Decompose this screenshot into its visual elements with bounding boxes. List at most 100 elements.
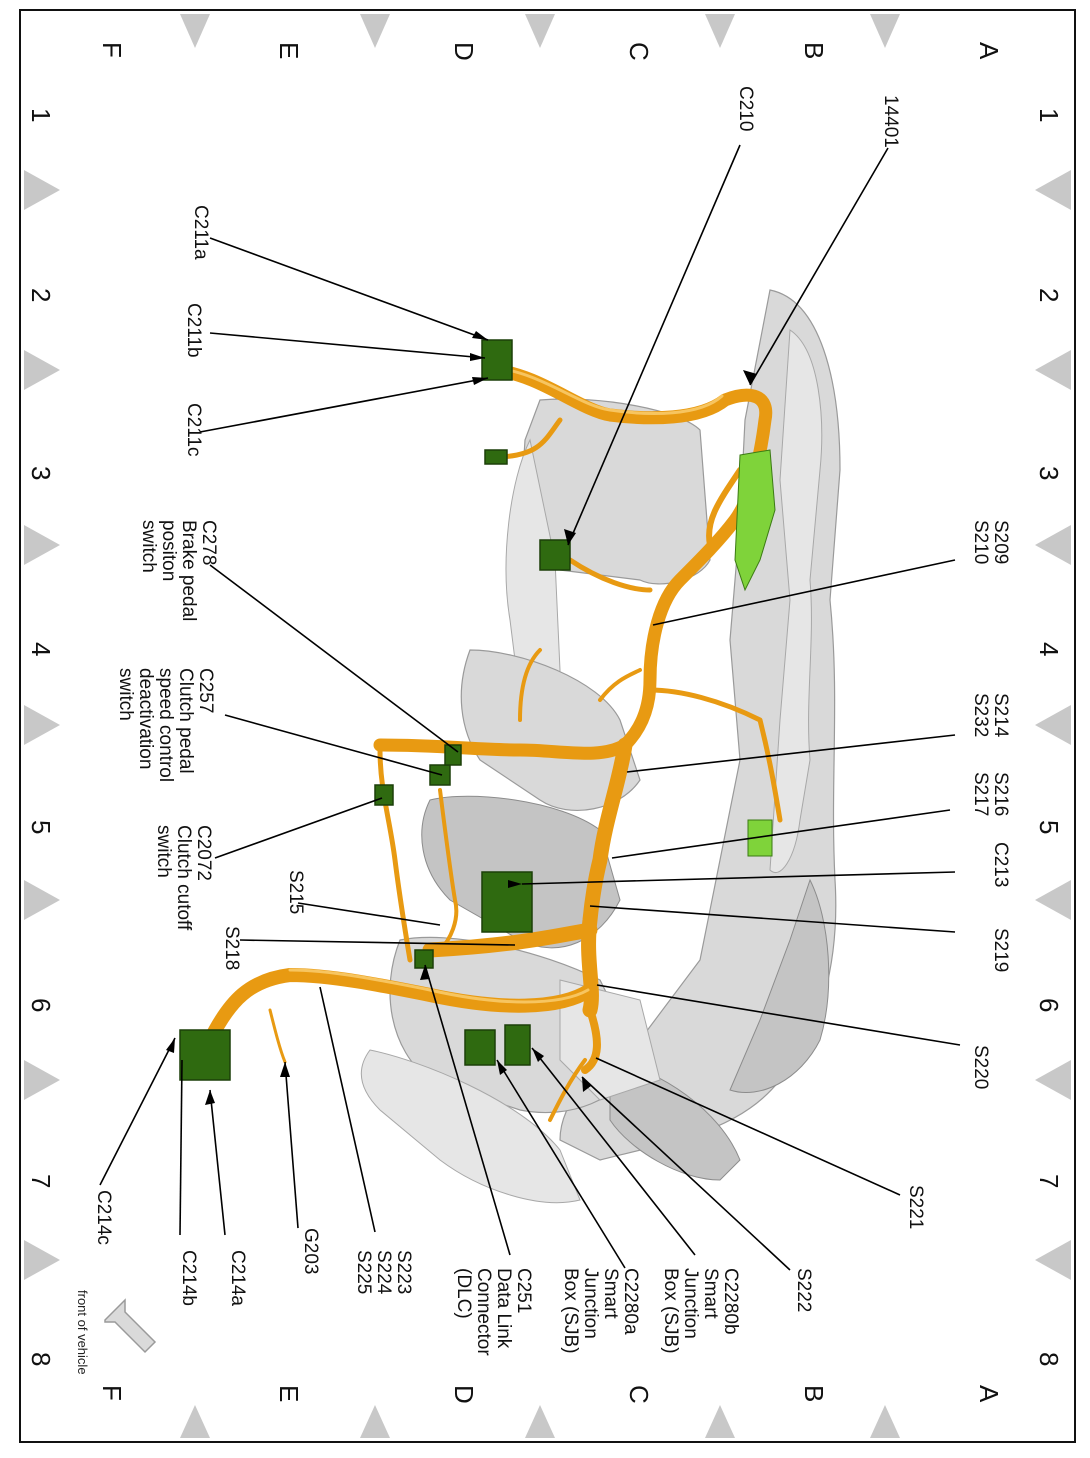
grid-number: 7: [1034, 1174, 1064, 1188]
grid-number: 2: [1034, 288, 1064, 302]
grid-numbers-left: 1 2 3 4 5 6 7 8: [26, 108, 56, 1366]
connector-c251: [464, 1029, 496, 1066]
connector-small: [484, 449, 508, 465]
grid-number: 3: [26, 466, 56, 480]
svg-text:C211b: C211b: [183, 303, 204, 358]
label-c211a: C211a: [190, 205, 211, 260]
label-c278: C278 Brake pedal positon switch: [138, 520, 219, 627]
label-14401: 14401: [880, 95, 901, 148]
svg-text:S221: S221: [905, 1185, 926, 1229]
connector-cluster: [734, 449, 776, 592]
connector-c2072: [374, 784, 394, 806]
label-c214c: C214c: [93, 1190, 114, 1245]
top-edge-markers: [180, 14, 900, 48]
svg-text:C210: C210: [735, 86, 756, 131]
grid-number: 1: [1034, 108, 1064, 122]
svg-text:S218: S218: [221, 926, 242, 970]
grid-number: 8: [1034, 1352, 1064, 1366]
label-c251: C251 Data Link Connector (DLC): [453, 1268, 534, 1361]
label-s223-s225: S223 S224 S225: [353, 1250, 414, 1300]
svg-text:14401: 14401: [880, 95, 901, 148]
svg-text:C211c: C211c: [183, 403, 204, 457]
grid-number: 8: [26, 1352, 56, 1366]
label-c213: C213: [990, 842, 1011, 887]
svg-text:C214c: C214c: [93, 1190, 114, 1245]
left-edge-markers: [24, 170, 60, 1280]
label-c2280a: C2280a Smart Junction Box (SJB): [560, 1268, 641, 1354]
svg-text:C251 Data Link: C251 Data Link Connector (DLC): [453, 1268, 534, 1361]
label-c257: C257 Clutch pedal speed control deactiva…: [115, 668, 216, 787]
grid-number: 7: [26, 1174, 56, 1188]
label-c2072: C2072 Clutch cutoff switch: [153, 825, 214, 936]
svg-text:S209 S210: S209 S210: [970, 520, 1011, 570]
grid-letter: C: [624, 1385, 654, 1404]
svg-text:S216 S217: S216 S217: [970, 772, 1011, 822]
svg-text:C257 Clutch pedal: C257 Clutch pedal speed control deactiva…: [115, 668, 216, 787]
front-of-vehicle-arrow-icon: [104, 1298, 157, 1354]
diagram-frame: [19, 9, 1076, 1443]
svg-text:C213: C213: [990, 842, 1011, 887]
label-c2280b: C2280b Smart Junction Box (SJB): [660, 1268, 741, 1354]
svg-text:C214b: C214b: [178, 1250, 199, 1306]
label-g203: G203: [300, 1228, 321, 1274]
grid-number: 6: [26, 998, 56, 1012]
grid-letters-bottom: A B C D E F: [97, 1385, 1004, 1404]
label-s214-s232: S214 S232: [970, 693, 1011, 743]
label-s222: S222: [793, 1268, 814, 1312]
grid-letter: F: [97, 42, 127, 58]
label-s216-s217: S216 S217: [970, 772, 1011, 822]
label-s221: S221: [905, 1185, 926, 1229]
front-of-vehicle-indicator: front of vehicle: [75, 1290, 157, 1375]
svg-text:C214a: C214a: [227, 1250, 248, 1306]
label-c214a: C214a: [227, 1250, 248, 1306]
svg-text:S214 S232: S214 S232: [970, 693, 1011, 743]
label-c211c: C211c: [183, 403, 204, 457]
label-c210: C210: [735, 86, 756, 131]
front-of-vehicle-label: front of vehicle: [75, 1290, 90, 1375]
grid-number: 4: [1034, 642, 1064, 656]
grid-letter: D: [449, 42, 479, 61]
svg-text:S219: S219: [990, 928, 1011, 972]
leader-lines: [99, 144, 961, 1271]
connector-c278: [444, 744, 462, 766]
grid-number: 2: [26, 288, 56, 302]
grid-numbers-right: 1 2 3 4 5 6 7 8: [1034, 108, 1064, 1366]
svg-text:C2072 Clutch cutoff: C2072 Clutch cutoff switch: [153, 825, 214, 936]
connector-c2280: [504, 1024, 531, 1066]
grid-letter: F: [97, 1385, 127, 1401]
connector-side: [747, 819, 773, 857]
connector-s218-area: [414, 949, 434, 969]
label-c211b: C211b: [183, 303, 204, 358]
callout-labels: 14401 C210 C211a C211b C211c S209 S210 C…: [93, 86, 1011, 1361]
grid-number: 5: [26, 820, 56, 834]
wiring-harness: [203, 363, 783, 1122]
svg-text:C2280a Smart J: C2280a Smart Junction Box (SJB): [560, 1268, 641, 1354]
grid-markers: [24, 14, 1071, 1438]
connectors: [179, 339, 776, 1081]
connector-c214: [179, 1029, 231, 1081]
bottom-edge-markers: [180, 1405, 900, 1438]
svg-text:C278 Brake pedal: C278 Brake pedal positon switch: [138, 520, 219, 627]
grid-letter: B: [799, 42, 829, 59]
label-c214b: C214b: [178, 1250, 199, 1306]
svg-text:S220: S220: [970, 1045, 991, 1089]
connector-c213: [481, 871, 533, 933]
grid-number: 6: [1034, 998, 1064, 1012]
connector-c211: [481, 339, 513, 381]
grid-number: 5: [1034, 820, 1064, 834]
grid-letter: C: [624, 42, 654, 61]
grid-letter: A: [974, 42, 1004, 60]
svg-text:G203: G203: [300, 1228, 321, 1274]
svg-text:C2280b Smart J: C2280b Smart Junction Box (SJB): [660, 1268, 741, 1354]
label-s220: S220: [970, 1045, 991, 1089]
grid-letter: E: [274, 1385, 304, 1402]
connector-c210: [539, 539, 571, 571]
svg-text:S215: S215: [285, 870, 306, 914]
svg-text:S223 S224 S225: S223 S224 S225: [353, 1250, 414, 1300]
grid-number: 3: [1034, 466, 1064, 480]
grid-letter: A: [974, 1385, 1004, 1403]
right-edge-markers: [1035, 170, 1071, 1280]
grid-number: 4: [26, 642, 56, 656]
label-s218: S218: [221, 926, 242, 970]
